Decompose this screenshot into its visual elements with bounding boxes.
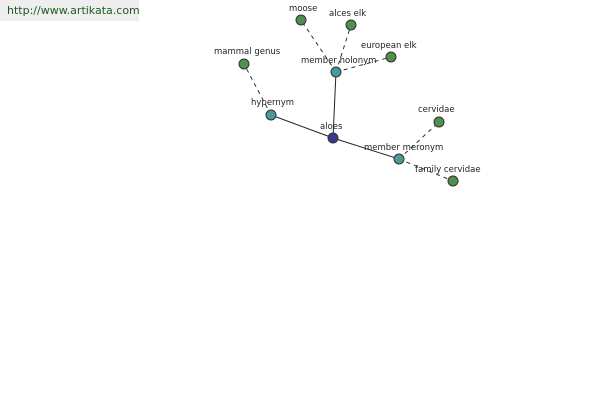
node-european-elk-dot[interactable] [385,51,397,63]
edge-member-meronym-family-cervidae [398,158,454,182]
node-family-cervidae-dot[interactable] [447,175,459,187]
edge-hypernym-mammal-genus [243,63,272,116]
node-hypernym-label: hypernym [251,98,294,108]
node-moose-label: moose [289,4,317,14]
node-mammal-genus[interactable]: mammal genus [214,47,281,70]
edge-member-holonym-european-elk [335,56,392,73]
edge-aloes-member-meronym [332,137,400,160]
node-european-elk[interactable]: european elk [361,41,417,63]
node-alces-elk[interactable]: alces elk [329,9,366,31]
node-hypernym-dot[interactable] [265,109,277,121]
site-link[interactable]: http://www.artikata.com [7,4,140,17]
node-alces-elk-dot[interactable] [345,19,357,31]
node-moose-dot[interactable] [295,14,307,26]
edge-aloes-hypernym [270,114,334,139]
node-family-cervidae[interactable]: family cervidae [415,165,481,187]
node-hypernym[interactable]: hypernym [251,98,294,121]
node-member-holonym[interactable]: member holonym [301,56,376,78]
node-aloes-label: aloes [320,122,343,132]
node-family-cervidae-label: family cervidae [415,165,481,175]
node-member-meronym-label: member meronym [364,143,443,153]
node-aloes[interactable]: aloes [320,122,343,144]
node-member-meronym-dot[interactable] [393,153,405,165]
node-member-holonym-dot[interactable] [330,66,342,78]
node-alces-elk-label: alces elk [329,9,366,19]
node-mammal-genus-dot[interactable] [238,58,250,70]
url-bar: http://www.artikata.com [0,0,140,21]
edge-aloes-member-holonym [332,71,337,139]
node-cervidae[interactable]: cervidae [418,105,455,128]
edge-member-holonym-moose [300,19,337,73]
node-european-elk-label: european elk [361,41,417,51]
node-cervidae-label: cervidae [418,105,455,115]
node-aloes-dot[interactable] [327,132,339,144]
node-member-holonym-label: member holonym [301,56,376,66]
node-mammal-genus-label: mammal genus [214,47,281,57]
edge-member-holonym-alces-elk [335,24,352,73]
node-member-meronym[interactable]: member meronym [364,143,443,165]
node-cervidae-dot[interactable] [433,116,445,128]
edge-member-meronym-cervidae [398,121,440,160]
node-moose[interactable]: moose [289,4,317,26]
